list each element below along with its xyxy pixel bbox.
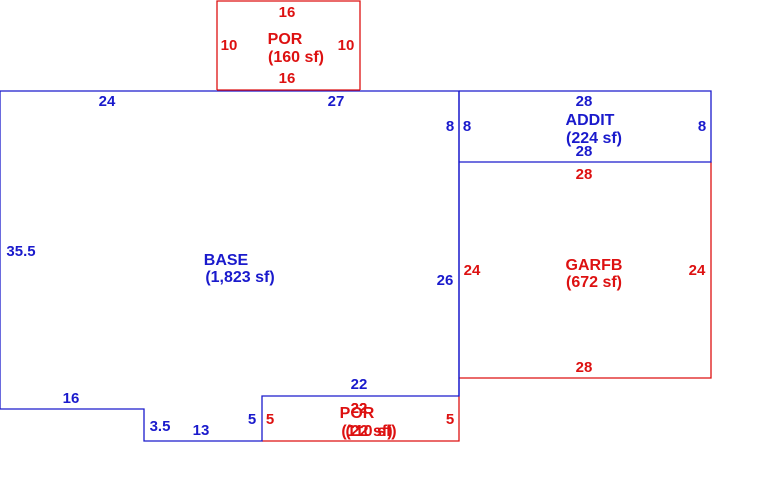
por-bottom-area-overlap: (22 sf) [345, 423, 392, 440]
dim-addit-left: 8 [463, 118, 471, 135]
por-bottom-name: POR [340, 405, 375, 422]
addit-area: (224 sf) [566, 130, 622, 147]
dim-addit-right: 8 [698, 118, 706, 135]
dim-addit-base-side: 8 [446, 118, 454, 135]
dim-garfb-bottom: 28 [576, 359, 593, 376]
dim-base-step: 3.5 [150, 418, 171, 435]
dim-base-bottom-right: 22 [351, 376, 368, 393]
dim-base-left: 35.5 [6, 243, 35, 260]
garfb-name: GARFB [566, 257, 623, 274]
dim-garfb-top: 28 [576, 166, 593, 183]
dim-garfb-left: 24 [464, 262, 481, 279]
dim-por-top-top: 16 [279, 4, 296, 21]
dim-por-top-right: 10 [338, 37, 355, 54]
dim-por-bottom-top: 22 [351, 400, 368, 417]
por-bottom-outline [262, 396, 460, 442]
por-top-name: POR [268, 31, 303, 48]
dim-base-bottom-mid: 13 [193, 422, 210, 439]
dim-base-notch: 5 [248, 411, 256, 428]
base-area: (1,823 sf) [205, 269, 274, 286]
dim-base-right: 26 [437, 272, 454, 289]
por-bottom-area: (110 sf) [341, 423, 396, 440]
dim-por-bottom-left: 5 [266, 411, 274, 428]
dim-base-top-left: 24 [99, 93, 116, 110]
garfb-outline [459, 162, 712, 379]
dim-addit-bottom: 28 [576, 143, 593, 160]
dim-base-top-right: 27 [328, 93, 345, 110]
dim-por-bottom-right: 5 [446, 411, 454, 428]
dim-por-top-bottom: 16 [279, 70, 296, 87]
addit-outline [459, 90, 712, 163]
por-top-outline [216, 0, 361, 90]
dim-por-top-left: 10 [221, 37, 238, 54]
por-top-area: (160 sf) [268, 49, 324, 66]
dim-garfb-right: 24 [689, 262, 706, 279]
base-name: BASE [204, 252, 249, 269]
garfb-area: (672 sf) [566, 274, 622, 291]
dim-por-bottom-top-overlap: 22 [351, 400, 368, 417]
dim-addit-top: 28 [576, 93, 593, 110]
addit-name: ADDIT [566, 112, 615, 129]
dim-base-bottom-left: 16 [63, 390, 80, 407]
